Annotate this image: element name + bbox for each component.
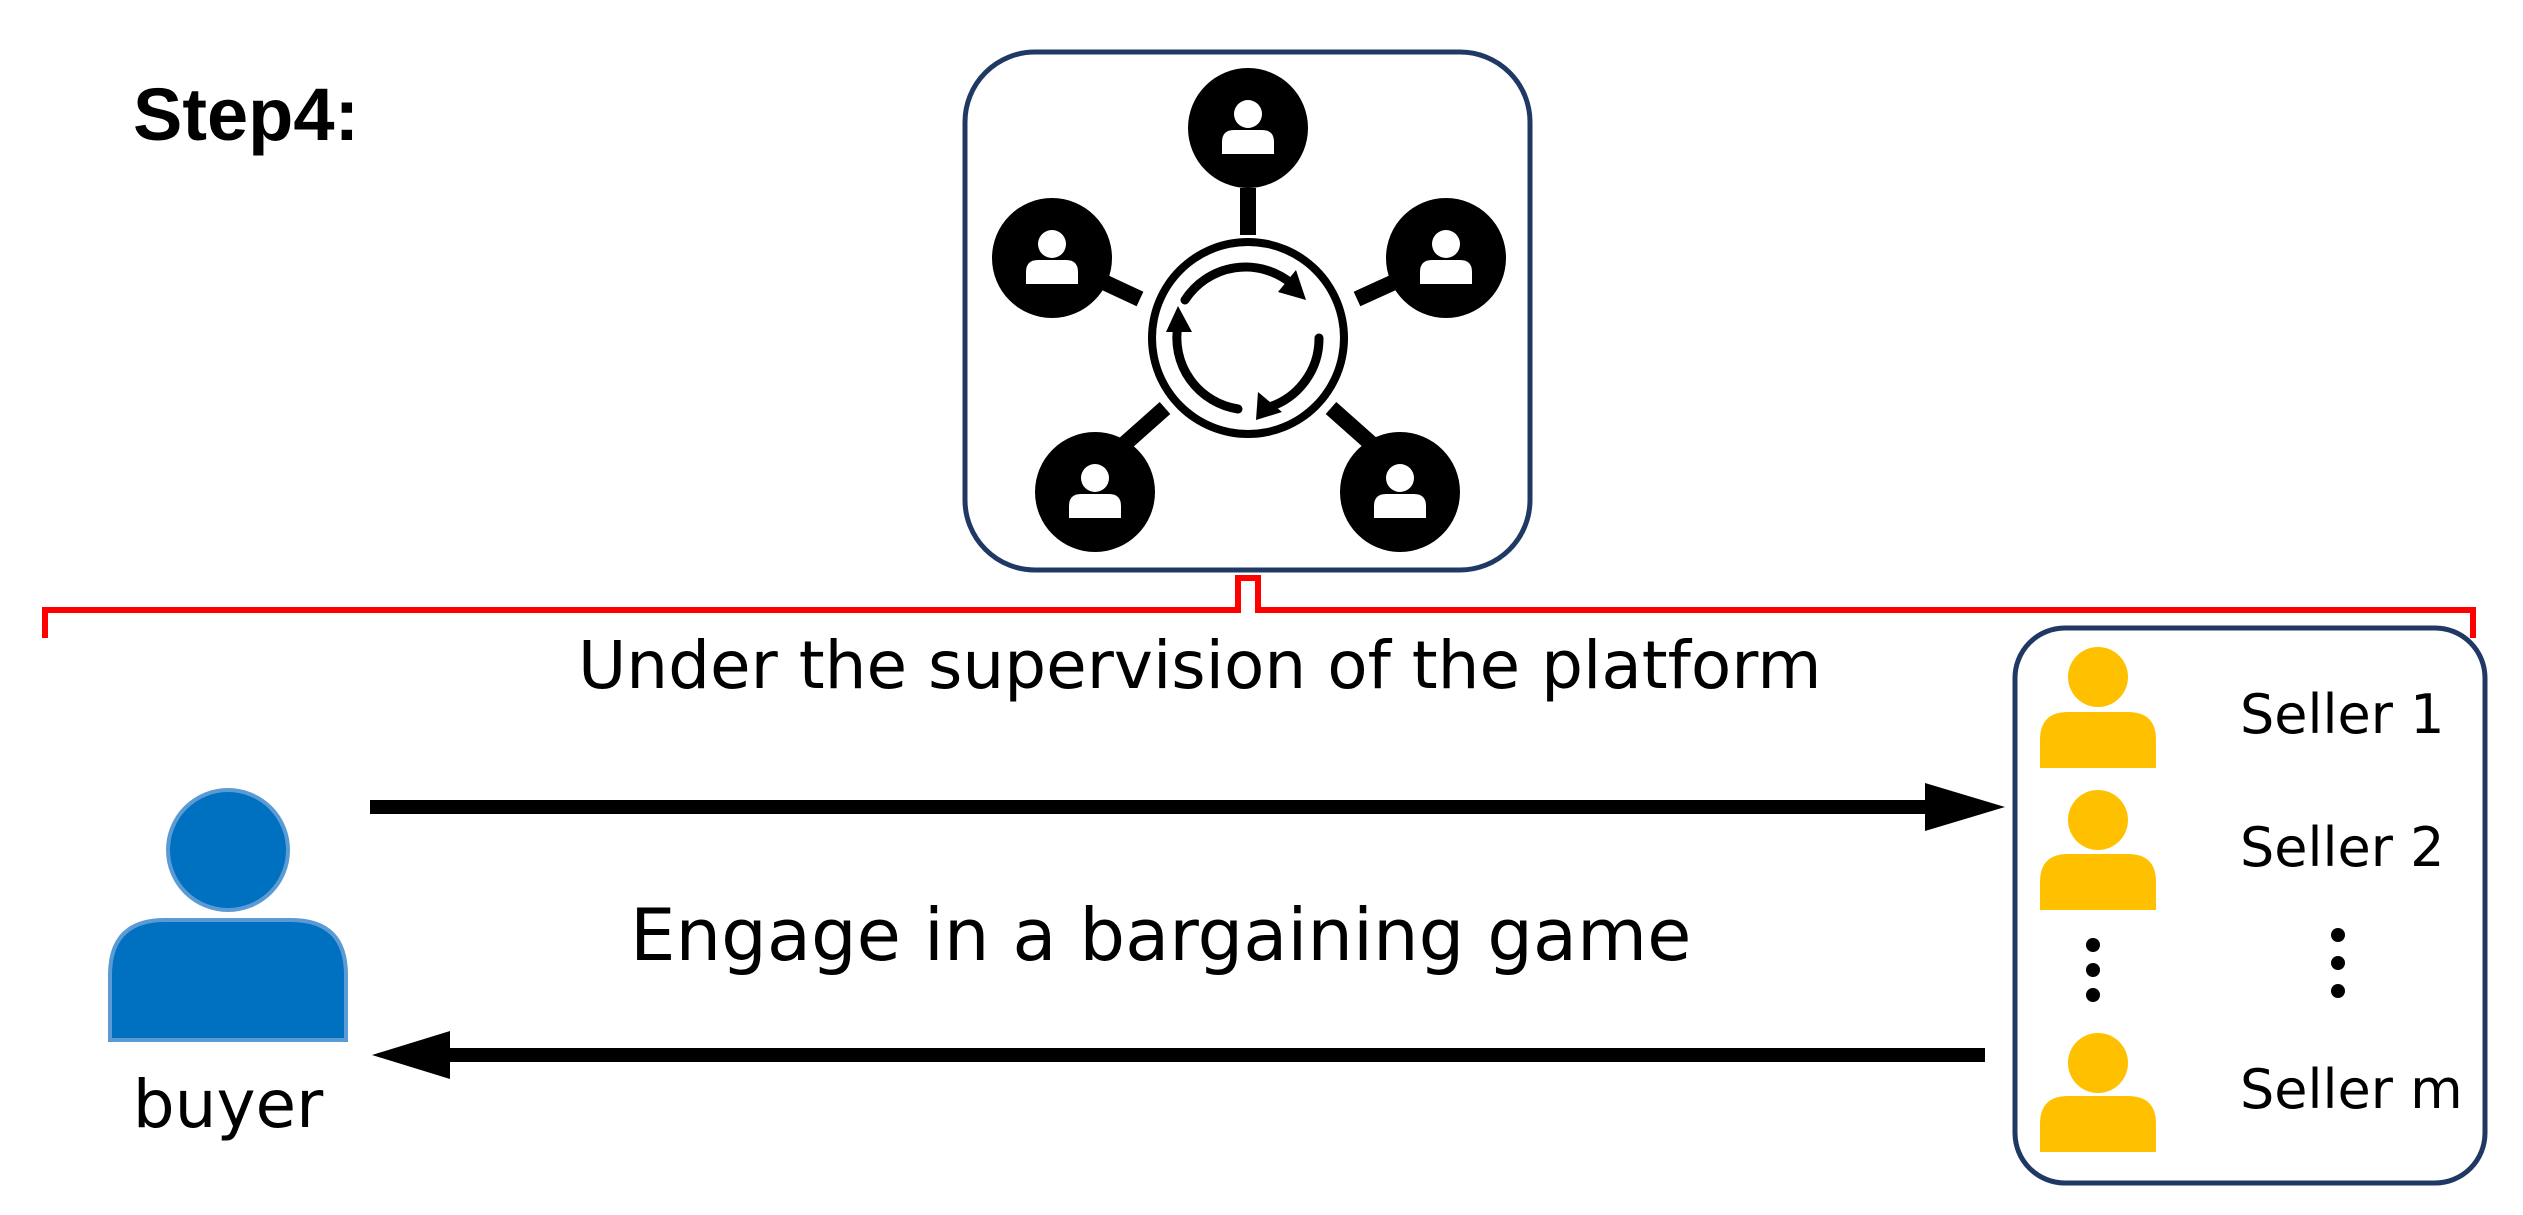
arrow-sellers-to-buyer [372,1031,1985,1079]
seller-1-label: Seller 1 [2240,683,2444,746]
seller-2-label: Seller 2 [2240,816,2444,879]
buyer-label: buyer [133,1066,324,1143]
seller-label-ellipsis [2331,928,2345,998]
supervision-brace [42,575,2476,638]
interaction-label: Engage in a bargaining game [630,893,1691,977]
member-node-right [1386,198,1506,318]
seller-m-icon [2040,1033,2156,1152]
step-label: Step4: [133,73,359,156]
seller-icon-ellipsis [2086,938,2100,1002]
seller-2-icon [2040,790,2156,910]
arrow-buyer-to-sellers [370,783,2005,831]
member-node-bottom-left [1035,432,1155,552]
member-node-left [992,198,1112,318]
circular-arrows-icon [1148,238,1348,438]
member-node-top [1188,68,1308,188]
supervision-label: Under the supervision of the platform [578,627,1822,704]
platform-network-icon [962,49,1533,573]
member-node-bottom-right [1340,432,1460,552]
buyer-icon [108,788,348,1042]
seller-1-icon [2040,647,2156,768]
seller-m-label: Seller m [2240,1058,2463,1121]
